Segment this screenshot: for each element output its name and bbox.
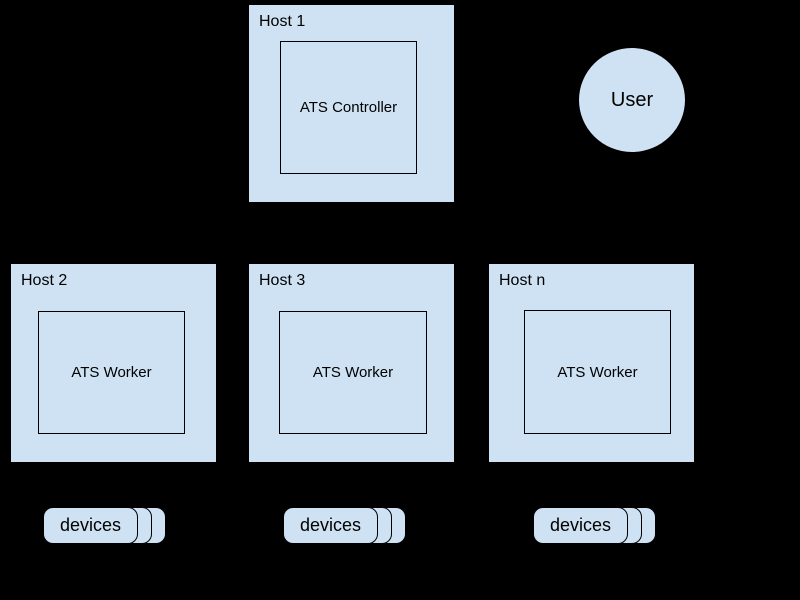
devices-label: devices <box>549 515 612 535</box>
worker-host-box-2: Host 2 ATS Worker <box>10 263 217 463</box>
worker-host-box-n: Host n ATS Worker <box>488 263 695 463</box>
devices-stack-1: devices <box>43 507 167 544</box>
worker-host-title: Host n <box>499 272 546 289</box>
ats-worker-node: ATS Worker <box>279 311 427 434</box>
worker-host-title: Host 3 <box>259 272 306 289</box>
worker-host-box-3: Host 3 ATS Worker <box>248 263 455 463</box>
devices-stack-3: devices <box>533 507 657 544</box>
user-node: User <box>578 47 686 153</box>
devices-node: devices <box>43 507 138 544</box>
ats-controller-label: ATS Controller <box>299 99 398 116</box>
controller-host-box: Host 1 ATS Controller <box>248 4 455 203</box>
worker-host-title: Host 2 <box>21 272 68 289</box>
devices-stack-2: devices <box>283 507 407 544</box>
ats-worker-label: ATS Worker <box>312 364 394 381</box>
ats-worker-label: ATS Worker <box>71 364 152 381</box>
user-label: User <box>610 88 654 111</box>
devices-label: devices <box>299 515 362 535</box>
ats-worker-node: ATS Worker <box>38 311 185 434</box>
devices-label: devices <box>59 515 122 535</box>
controller-host-title: Host 1 <box>259 13 306 30</box>
ats-worker-node: ATS Worker <box>524 310 671 434</box>
devices-node: devices <box>533 507 628 544</box>
ats-worker-label: ATS Worker <box>557 363 638 381</box>
devices-node: devices <box>283 507 378 544</box>
ats-controller-node: ATS Controller <box>280 41 417 174</box>
